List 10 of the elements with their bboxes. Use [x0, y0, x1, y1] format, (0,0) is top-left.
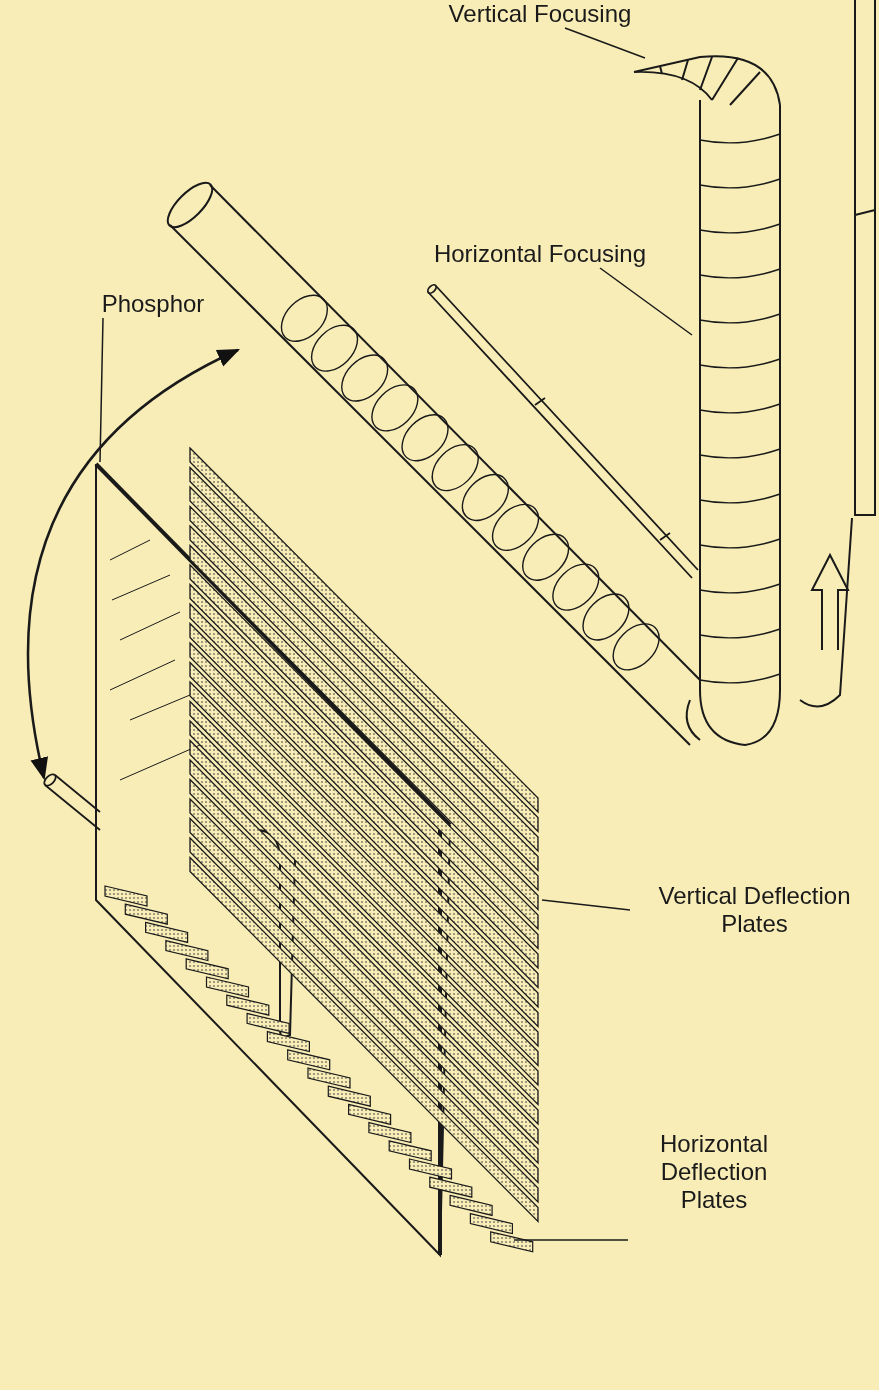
leader-line [513, 1239, 629, 1241]
part-label: Vertical Focusing [447, 0, 633, 28]
part-label: Horizontal Deflection Plates [658, 1130, 769, 1214]
leader-line [599, 267, 693, 336]
leader-line [564, 27, 646, 59]
part-label: Vertical Deflection Plates [657, 882, 852, 938]
leader-line [99, 317, 104, 463]
leader-line [541, 899, 631, 911]
part-label: Horizontal Focusing [432, 240, 648, 268]
part-label: Phosphor [100, 290, 206, 318]
